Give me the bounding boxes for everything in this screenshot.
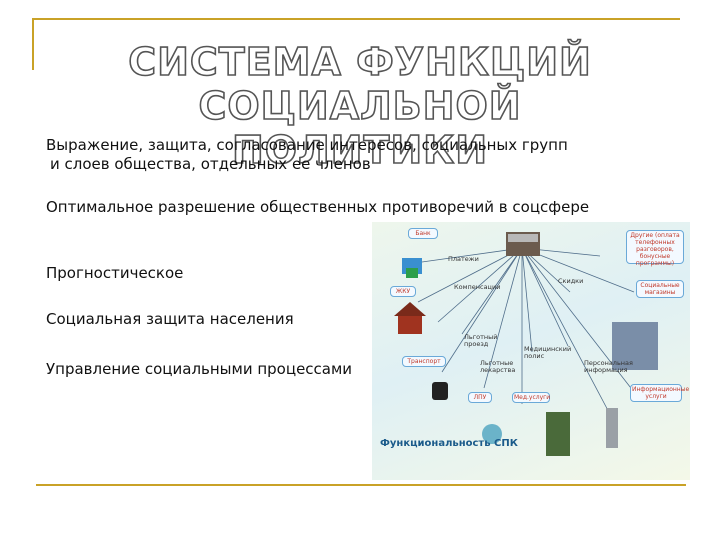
- function-item-1-line1: Выражение, защита, согласование интересо…: [46, 136, 568, 154]
- function-item-3-text: Прогностическое: [46, 264, 184, 282]
- function-item-3: Прогностическое: [46, 264, 183, 283]
- people-photo-icon: [612, 322, 658, 370]
- house-icon: [394, 302, 426, 316]
- frame-top-line: [32, 18, 680, 20]
- personal-info-label: Персональная информация: [584, 359, 633, 374]
- function-item-2-text: Оптимальное разрешение общественных прот…: [46, 198, 590, 216]
- medicine-icon: [482, 424, 502, 444]
- lpu-box: ЛПУ: [468, 392, 492, 403]
- social-shops-box: Социальные магазины: [636, 280, 684, 298]
- function-item-5: Управление социальными процессами: [46, 360, 352, 379]
- other-services-box: Другие (оплата телефонных разговоров, бо…: [626, 230, 684, 267]
- function-item-4: Социальная защита населения: [46, 310, 294, 329]
- zhku-box: ЖКУ: [390, 286, 416, 297]
- slide-title: СИСТЕМА ФУНКЦИЙ СОЦИАЛЬНОЙ ПОЛИТИКИ: [60, 39, 660, 173]
- compensation-label: Компенсации: [454, 283, 501, 291]
- doctors-icon: [546, 412, 570, 456]
- function-item-5-text: Управление социальными процессами: [46, 360, 353, 378]
- frame-left-line: [32, 18, 34, 70]
- bus-icon: [432, 382, 448, 400]
- title-line-1: СИСТЕМА ФУНКЦИЙ СОЦИАЛЬНОЙ: [127, 39, 592, 129]
- spk-functionality-diagram: Банк Платежи ЖКУ Компенсации Льготный пр…: [372, 222, 690, 480]
- transport-box: Транспорт: [402, 356, 446, 367]
- function-item-2: Оптимальное разрешение общественных прот…: [46, 198, 589, 217]
- function-item-1-line2: и слоев общества, отдельных ее членов: [50, 155, 371, 173]
- med-services-box: Мед.услуги: [512, 392, 551, 403]
- function-title: Функциональность СПК: [380, 438, 518, 449]
- info-kiosk-icon: [606, 408, 618, 448]
- bank-box: Банк: [408, 228, 438, 239]
- title-line-2: ПОЛИТИКИ: [231, 127, 489, 173]
- med-policy-label: Медицинский полис: [524, 345, 572, 360]
- benefit-meds-label: Льготные лекарства: [480, 359, 516, 374]
- diagram-connectors: [394, 232, 658, 456]
- function-item-1: Выражение, защита, согласование интересо…: [46, 136, 568, 174]
- benefit-travel-label: Льготный проезд: [464, 333, 498, 348]
- discounts-label: Скидки: [558, 277, 584, 285]
- function-item-4-text: Социальная защита населения: [46, 310, 294, 328]
- payments-label: Платежи: [448, 255, 479, 263]
- frame-bottom-line: [36, 484, 686, 486]
- info-services-box: Информационные услуги: [630, 384, 690, 402]
